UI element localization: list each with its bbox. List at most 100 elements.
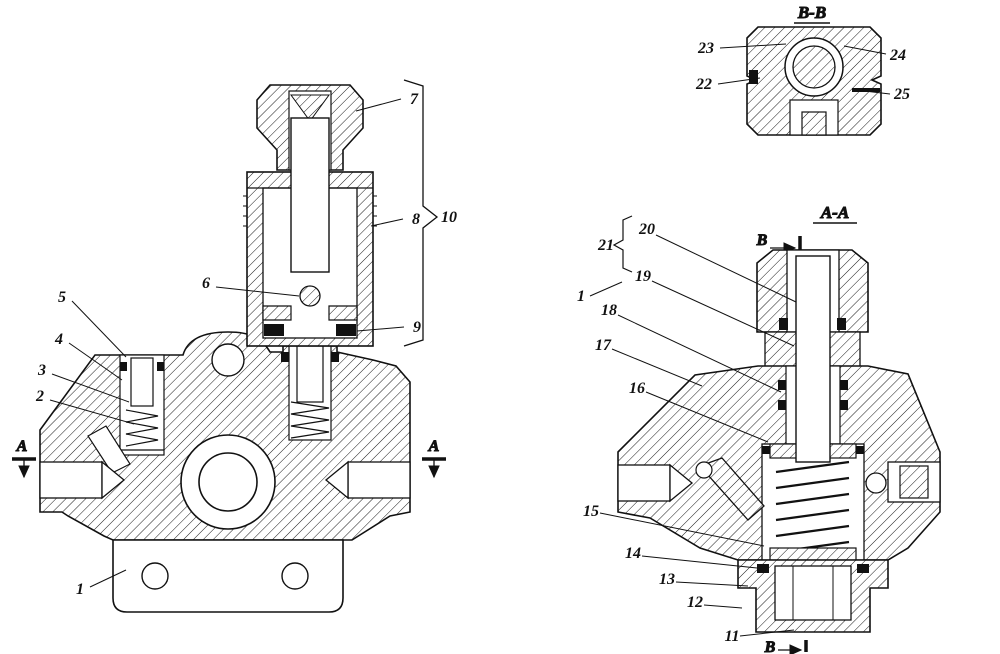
callout-3: 3 <box>37 362 46 379</box>
aa-seal-2 <box>840 380 848 390</box>
callout-6: 6 <box>202 275 210 292</box>
leader-16 <box>645 391 769 443</box>
aa-spring <box>775 460 850 554</box>
bb-callouts: 23 22 24 25 <box>695 40 910 103</box>
callout-18: 18 <box>601 302 617 319</box>
gland-seal-right <box>336 324 356 336</box>
aa-passage-hole <box>865 472 887 494</box>
leader-2 <box>49 399 135 425</box>
leader-15 <box>599 512 765 547</box>
aa-lever <box>698 457 765 521</box>
section-mark-a-left: A <box>12 438 36 479</box>
leader-20 <box>655 234 797 303</box>
bb-seal-left <box>749 70 758 84</box>
right-port-bore <box>347 461 411 499</box>
leader-aa-1 <box>589 281 623 297</box>
section-a-right-label: A <box>428 438 440 455</box>
callout-15: 15 <box>583 503 599 520</box>
diagonal-passage <box>87 425 131 474</box>
front-view-callouts: 7 8 10 9 6 5 4 3 2 1 <box>35 91 457 598</box>
section-mark-a-right: A <box>422 438 446 479</box>
aa-valve-rod <box>795 255 831 463</box>
aa-nut-seal-right <box>857 564 869 573</box>
callout-25: 25 <box>893 86 910 103</box>
aa-leaders <box>589 215 797 637</box>
callout-7: 7 <box>410 91 419 108</box>
section-mark-b-top: B <box>755 232 802 254</box>
valve-stem <box>290 117 330 273</box>
stem-seal-right <box>331 352 339 362</box>
ball-seat-right <box>328 305 358 321</box>
stem-spring <box>290 401 330 439</box>
aa-seal-3 <box>778 400 786 410</box>
ear-hole <box>211 343 245 377</box>
aa-left-port-bore <box>617 464 671 502</box>
aa-lever-pivot <box>695 461 713 479</box>
aa-nut-hex <box>774 565 852 621</box>
bb-ball-section <box>792 45 836 89</box>
pilot-seal-right <box>157 362 164 371</box>
callout-11: 11 <box>724 628 739 645</box>
leader-12 <box>703 604 743 609</box>
front-view-leaders <box>49 79 439 588</box>
right-port-cone <box>324 460 349 500</box>
callout-20: 20 <box>638 221 655 238</box>
aa-cap-seal-left <box>779 318 788 330</box>
callout-19: 19 <box>635 268 651 285</box>
mounting-flange <box>112 539 344 613</box>
bracket-10 <box>403 79 439 347</box>
bb-leaders <box>717 43 891 95</box>
callout-12: 12 <box>687 594 703 611</box>
callout-21: 21 <box>597 237 614 254</box>
section-aa-title: A-A <box>820 203 849 222</box>
pilot-spring <box>125 409 159 447</box>
leader-14 <box>641 555 758 569</box>
aa-seat-seal-left <box>762 446 770 454</box>
left-port-cone <box>101 460 126 500</box>
leader-13 <box>675 581 749 587</box>
aa-seal-1 <box>778 380 786 390</box>
section-b-top-label: B <box>756 232 768 249</box>
leader-7 <box>355 98 402 112</box>
left-port-bore <box>39 461 103 499</box>
callout-24: 24 <box>889 47 906 64</box>
leader-18 <box>617 314 782 393</box>
leader-19 <box>651 280 795 347</box>
leader-5 <box>71 300 127 358</box>
pilot-plunger <box>130 357 154 407</box>
bracket-21 <box>612 215 633 273</box>
leader-24 <box>843 45 887 55</box>
callout-10: 10 <box>441 209 457 226</box>
section-a-left-label: A <box>16 438 28 455</box>
section-bb-title: B-B <box>797 3 826 22</box>
section-view-bb: B-B 23 22 24 25 <box>695 3 910 136</box>
callout-17: 17 <box>595 337 612 354</box>
callout-16: 16 <box>629 380 645 397</box>
aa-seat-seal-right <box>856 446 864 454</box>
aa-callouts: 20 21 19 1 18 17 16 15 14 13 12 11 <box>577 221 740 645</box>
section-view-aa: A-A B B <box>577 203 941 654</box>
bb-lower-insert <box>801 111 827 136</box>
leader-1 <box>89 569 127 588</box>
leader-3 <box>51 373 130 403</box>
leader-17 <box>611 348 703 387</box>
bb-seal-strip-right <box>852 88 880 92</box>
stem-seal-left <box>281 352 289 362</box>
leader-11 <box>739 629 795 637</box>
leader-23 <box>719 43 787 49</box>
front-view: A A 7 8 10 9 6 5 <box>12 79 457 613</box>
leader-9 <box>356 326 405 332</box>
ball-seat-left <box>262 305 292 321</box>
callout-2: 2 <box>35 388 44 405</box>
leader-4 <box>68 342 123 381</box>
aa-cap-seal-right <box>837 318 846 330</box>
aa-right-port-plug <box>899 465 929 499</box>
leader-8 <box>370 218 404 227</box>
leader-6 <box>215 286 300 297</box>
callout-14: 14 <box>625 545 641 562</box>
stem-lower <box>296 345 324 403</box>
pilot-seal-left <box>120 362 127 371</box>
callout-4: 4 <box>54 331 63 348</box>
